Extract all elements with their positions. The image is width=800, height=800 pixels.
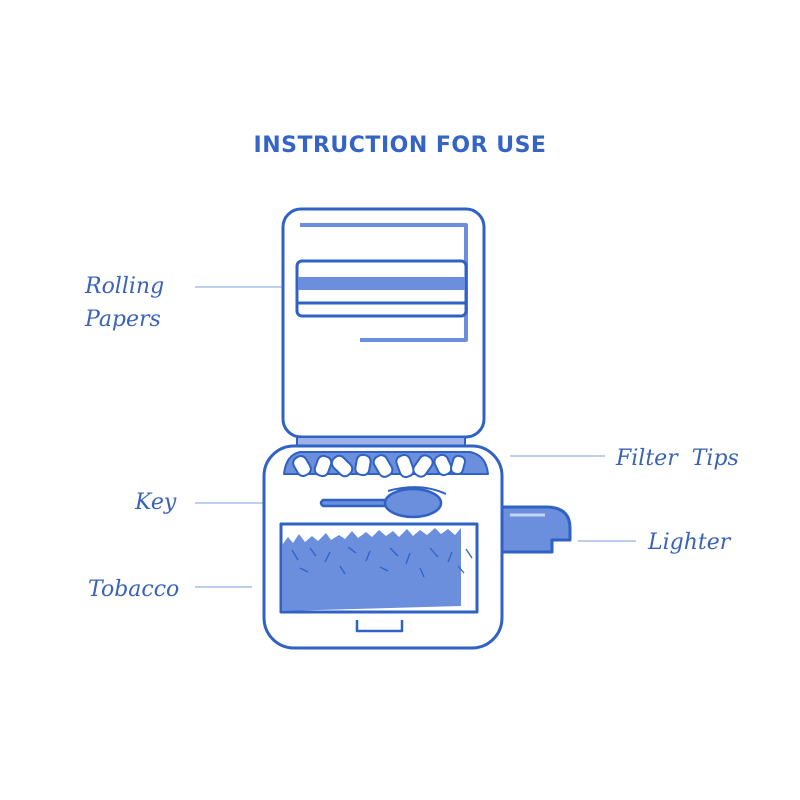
tobacco-strands — [291, 546, 473, 578]
label-key: Key — [135, 490, 177, 515]
tobacco — [282, 528, 461, 611]
page-title: INSTRUCTION FOR USE — [253, 133, 547, 158]
drawer-tab — [355, 620, 404, 633]
lid — [281, 207, 486, 439]
key — [319, 486, 447, 519]
label-lighter: Lighter — [648, 530, 731, 555]
label-rolling-papers-line2: Papers — [85, 307, 161, 332]
label-filter-tips: Filter Tips — [616, 446, 739, 471]
label-tobacco: Tobacco — [88, 577, 180, 602]
lighter — [494, 505, 572, 554]
label-rolling-papers: Rolling Papers — [85, 270, 164, 336]
label-rolling-papers-line1: Rolling — [85, 274, 165, 299]
paper-band — [298, 277, 465, 290]
filter-tips — [292, 453, 467, 479]
